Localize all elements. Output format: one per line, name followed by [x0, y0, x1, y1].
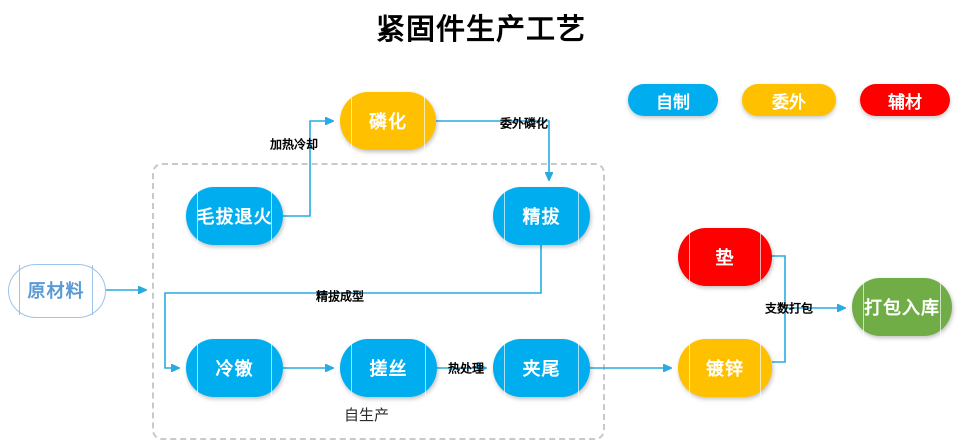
- cylinder-body: [493, 339, 590, 397]
- cylinder-cap-left: [504, 188, 505, 244]
- cylinder-body: [340, 339, 437, 397]
- node-label: 夹尾: [522, 359, 561, 379]
- edge-label-count-packing: 支数打包: [764, 301, 814, 316]
- node-label: 毛拔退火: [196, 207, 273, 227]
- node-label: 镀锌: [706, 359, 744, 379]
- group-self-production: [152, 163, 605, 440]
- node-label: 冷镦: [215, 359, 254, 379]
- node-phosphating[interactable]: 磷化: [340, 92, 436, 150]
- cylinder-cap-left: [504, 340, 505, 396]
- edge-label-heat-treatment: 热处理: [447, 361, 485, 376]
- edge-label-outsourced-phosphate: 委外磷化: [499, 116, 549, 131]
- edge-label-heat-cool: 加热冷却: [269, 137, 319, 152]
- node-tail-clamping[interactable]: 夹尾: [493, 339, 590, 397]
- legend-label: 自制: [656, 92, 690, 112]
- cylinder-cap-left: [19, 265, 20, 315]
- node-label: 磷化: [369, 112, 407, 132]
- cylinder-cap-left: [689, 229, 690, 285]
- cylinder-cap-right: [92, 265, 93, 315]
- cylinder-cap-right: [940, 279, 941, 335]
- node-raw-material[interactable]: 原材料: [8, 264, 106, 318]
- cylinder-cap-left: [351, 93, 352, 149]
- node-washer[interactable]: 垫: [678, 228, 772, 286]
- node-galvanizing[interactable]: 镀锌: [678, 339, 772, 397]
- cylinder-body: [186, 187, 283, 245]
- legend-item-outsourced[interactable]: 委外: [742, 84, 836, 116]
- cylinder-cap-left: [863, 279, 864, 335]
- cylinder-cap-right: [424, 93, 425, 149]
- node-label: 精拔: [522, 207, 561, 227]
- cylinder-cap-right: [578, 188, 579, 244]
- cylinder-cap-right: [760, 229, 761, 285]
- cylinder-body: [186, 339, 283, 397]
- node-label: 垫: [715, 248, 735, 268]
- cylinder-cap-left: [351, 340, 352, 396]
- node-label: 打包入库: [864, 298, 940, 318]
- cylinder-body: [8, 264, 106, 318]
- legend-item-self-made[interactable]: 自制: [628, 84, 718, 116]
- cylinder-body: [852, 278, 952, 336]
- cylinder-cap-right: [760, 340, 761, 396]
- cylinder-cap-right: [425, 340, 426, 396]
- node-rough-anneal[interactable]: 毛拔退火: [186, 187, 283, 245]
- cylinder-cap-right: [578, 340, 579, 396]
- legend-item-auxiliary[interactable]: 辅材: [860, 84, 950, 116]
- cylinder-cap-right: [271, 188, 272, 244]
- cylinder-cap-left: [689, 340, 690, 396]
- node-cold-heading[interactable]: 冷镦: [186, 339, 283, 397]
- node-packing-storage[interactable]: 打包入库: [852, 278, 952, 336]
- node-label: 搓丝: [369, 359, 408, 379]
- cylinder-cap-left: [197, 188, 198, 244]
- cylinder-body: [678, 339, 772, 397]
- page-title: 紧固件生产工艺: [375, 14, 586, 46]
- node-label: 原材料: [27, 281, 85, 301]
- legend-label: 委外: [772, 92, 806, 112]
- node-fine-drawing[interactable]: 精拔: [493, 187, 590, 245]
- cylinder-body: [493, 187, 590, 245]
- cylinder-body: [678, 228, 772, 286]
- node-thread-rolling[interactable]: 搓丝: [340, 339, 437, 397]
- cylinder-body: [340, 92, 436, 150]
- legend-label: 辅材: [888, 92, 922, 112]
- edge-label-fine-draw-forming: 精拔成型: [315, 289, 365, 304]
- cylinder-cap-left: [197, 340, 198, 396]
- group-self-production-label: 自生产: [344, 407, 390, 424]
- cylinder-cap-right: [271, 340, 272, 396]
